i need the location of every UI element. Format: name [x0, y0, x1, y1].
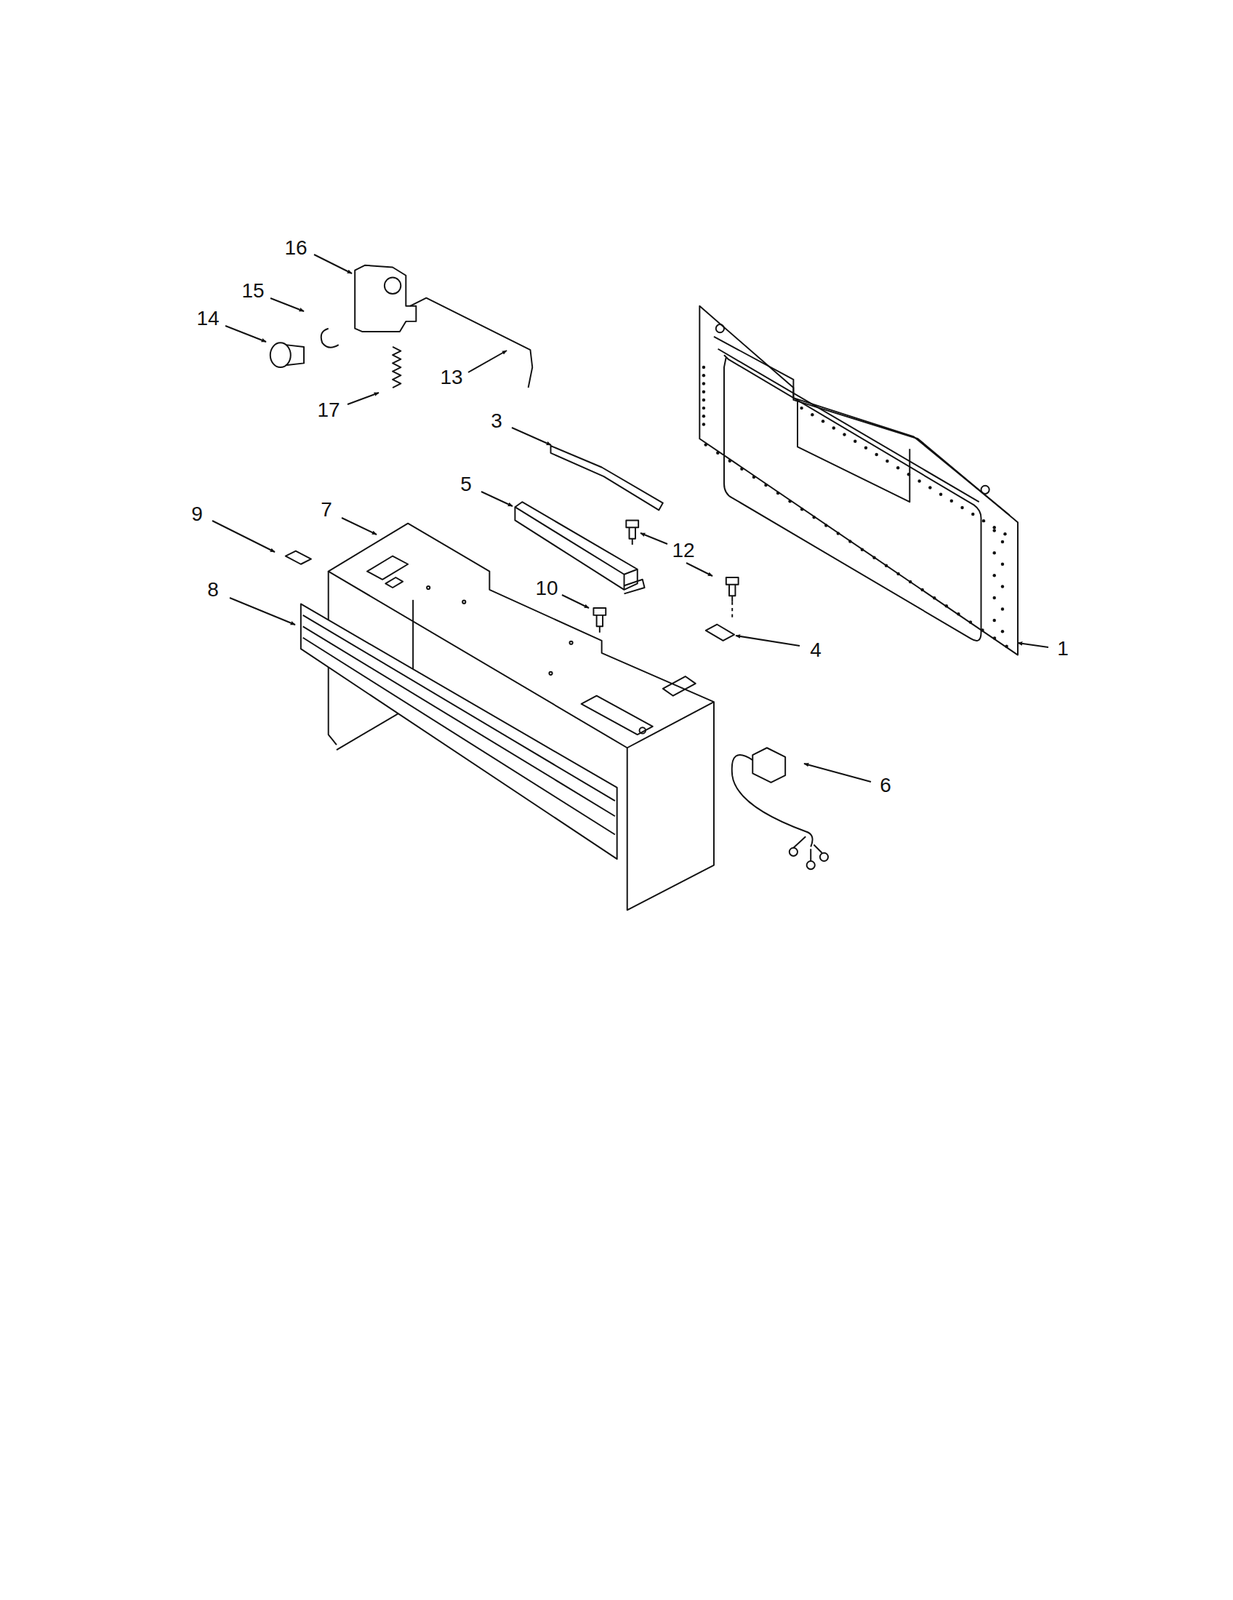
hole: [702, 406, 706, 410]
hole: [992, 525, 996, 529]
hole: [702, 389, 706, 393]
callout-number: 17: [316, 399, 340, 421]
hole: [971, 512, 975, 516]
hole: [848, 539, 852, 543]
hole: [945, 604, 949, 608]
hole: [1003, 532, 1007, 536]
hole: [969, 620, 973, 624]
plate: [705, 624, 735, 641]
hole: [874, 452, 878, 456]
hole: [824, 523, 828, 527]
callout-number: 9: [191, 503, 203, 525]
hole: [832, 426, 836, 429]
hole: [993, 636, 996, 640]
hole: [860, 547, 864, 551]
hole: [950, 499, 954, 503]
hole: [842, 432, 846, 436]
hole: [702, 398, 706, 402]
hole: [885, 459, 889, 463]
hole: [1001, 629, 1004, 633]
hole: [920, 588, 924, 592]
channel: [514, 501, 645, 594]
callout-number: 14: [196, 308, 219, 329]
hole: [992, 528, 996, 532]
hole: [932, 596, 936, 600]
hole: [702, 381, 706, 385]
callout-number: 5: [460, 474, 472, 495]
hole: [939, 492, 943, 496]
hole: [992, 618, 996, 622]
cabinet: [328, 523, 714, 911]
hole: [853, 439, 857, 443]
hole: [1001, 562, 1004, 566]
callout-number: 10: [535, 577, 558, 599]
mounting-plate: [699, 306, 1018, 656]
screws: [593, 519, 738, 632]
hole: [992, 573, 996, 577]
hole: [800, 507, 804, 511]
latch-assembly: [270, 265, 533, 388]
hole: [740, 467, 743, 471]
callout-number: 13: [439, 367, 463, 388]
callout-number: 4: [809, 639, 822, 661]
hole: [896, 466, 900, 469]
hole: [821, 419, 825, 423]
hole: [788, 499, 791, 503]
callout-number: 16: [284, 237, 307, 259]
callout-number: 7: [320, 499, 333, 520]
hole: [907, 472, 911, 476]
hole: [896, 572, 900, 576]
hole: [702, 373, 706, 377]
hole: [980, 628, 984, 632]
hole: [812, 515, 815, 519]
hole: [992, 551, 996, 554]
hole: [810, 412, 814, 416]
hole: [1001, 584, 1004, 588]
clip: [285, 551, 312, 565]
plate-holes: [702, 365, 1009, 648]
callout-number: 1: [1057, 638, 1069, 659]
hole: [728, 459, 732, 463]
hole: [776, 491, 780, 495]
callout-number: 6: [879, 774, 892, 796]
leader-lines: [212, 254, 1049, 782]
strip: [551, 445, 664, 510]
hole: [884, 564, 888, 568]
hole: [917, 479, 921, 483]
hole: [1004, 644, 1008, 648]
hole: [956, 612, 960, 616]
hole: [764, 483, 767, 487]
hole: [716, 450, 720, 454]
hole: [872, 556, 876, 560]
callout-number: 12: [671, 540, 695, 561]
hole: [982, 519, 986, 522]
callout-number: 15: [241, 280, 264, 301]
hole: [908, 580, 912, 584]
hole: [1001, 540, 1004, 544]
hole: [752, 475, 756, 479]
callout-number: 8: [207, 579, 219, 600]
hole: [836, 531, 840, 535]
hole: [703, 442, 707, 446]
hole: [928, 485, 932, 489]
hole: [702, 422, 706, 426]
hole: [864, 446, 868, 450]
vent-grille: [300, 603, 618, 859]
hole: [960, 505, 964, 509]
hole: [702, 414, 706, 418]
hole: [799, 406, 803, 410]
hole: [1001, 607, 1004, 610]
hole: [992, 596, 996, 600]
callout-number: 3: [490, 410, 503, 432]
hole: [702, 365, 706, 369]
